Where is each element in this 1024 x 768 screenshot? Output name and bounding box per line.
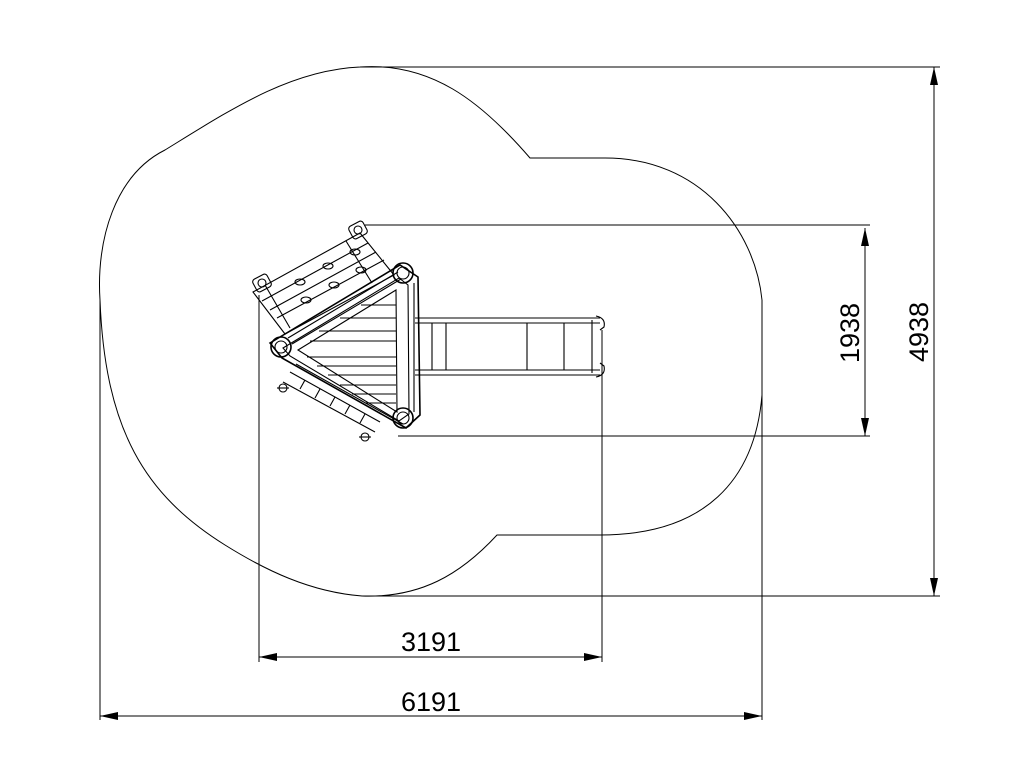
arrow-bottom bbox=[861, 418, 869, 436]
arrow-right bbox=[744, 712, 762, 720]
dimension-total-height: 4938 bbox=[904, 67, 938, 596]
ladder bbox=[277, 371, 381, 442]
arrow-top bbox=[861, 228, 869, 246]
dimension-label-6191: 6191 bbox=[401, 687, 461, 717]
safety-zone-outline bbox=[98, 66, 763, 597]
climbing-ramp bbox=[252, 220, 395, 335]
slide bbox=[415, 315, 605, 378]
dimension-label-1938: 1938 bbox=[835, 303, 865, 363]
corner-posts bbox=[270, 262, 414, 429]
play-structure bbox=[252, 220, 605, 442]
dimension-structure-width: 3191 bbox=[259, 627, 602, 661]
arrow-left bbox=[259, 653, 277, 661]
dimension-label-4938: 4938 bbox=[904, 302, 934, 362]
dimension-label-3191: 3191 bbox=[401, 627, 461, 657]
dimension-structure-height: 1938 bbox=[835, 228, 869, 436]
corner-post-left bbox=[270, 336, 292, 358]
triangular-platform bbox=[268, 264, 421, 429]
arrow-right bbox=[584, 653, 602, 661]
corner-post-bottom bbox=[392, 407, 414, 429]
arrow-left bbox=[100, 712, 118, 720]
arrow-top bbox=[930, 67, 938, 85]
arrow-bottom bbox=[930, 578, 938, 596]
dimension-total-width: 6191 bbox=[100, 687, 762, 720]
